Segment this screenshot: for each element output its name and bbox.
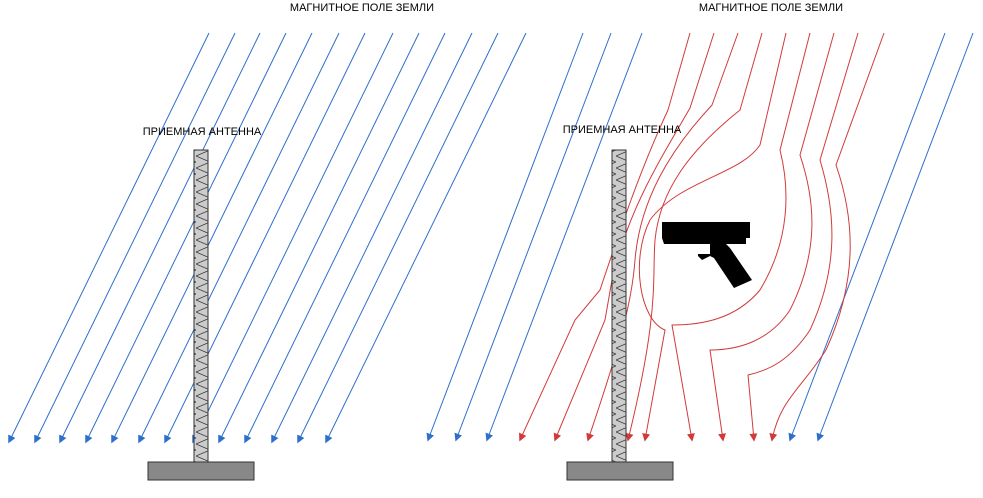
distorted-field-line	[625, 32, 763, 442]
distorted-field-line	[638, 32, 787, 442]
right-antenna-base	[566, 461, 674, 481]
field-line	[192, 32, 394, 444]
field-line	[59, 32, 261, 444]
field-line	[8, 32, 210, 444]
field-line	[816, 32, 974, 442]
field-line	[454, 32, 612, 442]
pistol-icon	[662, 222, 752, 288]
field-line	[85, 32, 287, 444]
left-antenna	[147, 149, 255, 481]
left-title: МАГНИТНОЕ ПОЛЕ ЗЕМЛИ	[290, 2, 434, 14]
right-antenna-label: ПРИЕМНАЯ АНТЕННА	[563, 124, 682, 136]
right-field-lines	[426, 32, 974, 442]
field-line	[297, 32, 499, 444]
left-field-lines	[8, 32, 527, 444]
distorted-field-line	[747, 32, 859, 442]
field-line	[34, 32, 236, 444]
left-panel: МАГНИТНОЕ ПОЛЕ ЗЕМЛИ ПРИЕМНАЯ АНТЕННА	[8, 2, 527, 481]
right-antenna-mast	[611, 149, 627, 463]
left-antenna-label: ПРИЕМНАЯ АНТЕННА	[143, 126, 262, 138]
field-line	[111, 32, 313, 444]
field-line	[218, 32, 420, 444]
right-panel: МАГНИТНОЕ ПОЛЕ ЗЕМЛИ ПРИЕМНАЯ АНТЕННА	[426, 2, 974, 481]
field-line	[271, 32, 473, 444]
field-line	[138, 32, 340, 444]
field-line	[244, 32, 446, 444]
left-antenna-base	[147, 461, 255, 481]
field-line	[788, 32, 946, 442]
distorted-field-line	[769, 32, 885, 442]
distorted-field-line	[671, 32, 811, 442]
distorted-field-line	[709, 32, 835, 442]
field-line	[426, 32, 584, 442]
field-line	[485, 32, 643, 442]
right-antenna	[566, 149, 674, 481]
distorted-field-line	[519, 32, 691, 442]
left-antenna-mast	[193, 149, 209, 463]
right-title: МАГНИТНОЕ ПОЛЕ ЗЕМЛИ	[699, 2, 843, 14]
field-line	[325, 32, 527, 444]
